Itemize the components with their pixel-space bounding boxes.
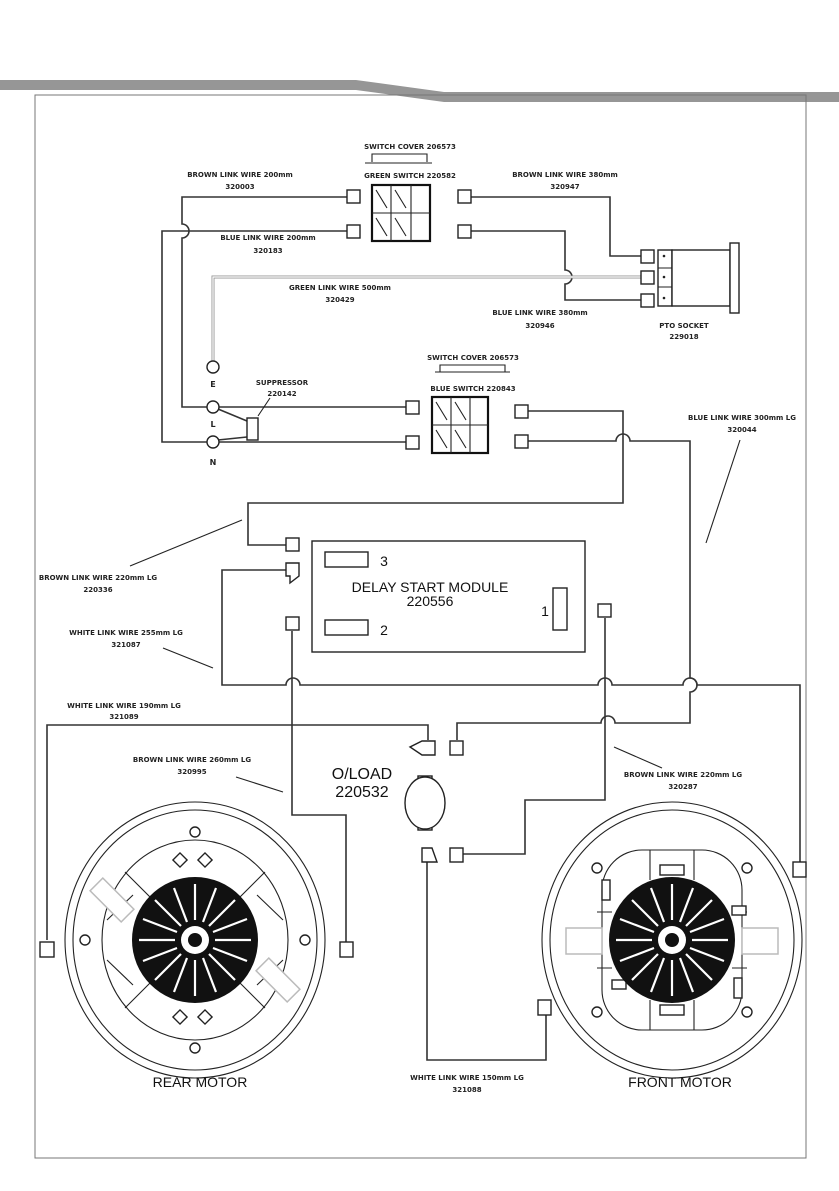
earth-label: E bbox=[210, 380, 215, 389]
overload-code: 220532 bbox=[335, 784, 388, 801]
pto-socket bbox=[640, 242, 740, 314]
pto-socket-code: 229018 bbox=[669, 333, 698, 341]
delay-module-pin3: 3 bbox=[380, 553, 388, 569]
green-switch-cover-label: SWITCH COVER 206573 bbox=[364, 143, 456, 151]
wire-label: WHITE LINK WIRE 150mm LG bbox=[410, 1074, 524, 1082]
front-motor bbox=[541, 801, 803, 1079]
wire-label: GREEN LINK WIRE 500mm bbox=[289, 284, 391, 292]
wire-code: 320429 bbox=[325, 296, 354, 304]
wire-label: BROWN LINK WIRE 220mm LG bbox=[624, 771, 743, 779]
wire-label: BLUE LINK WIRE 200mm bbox=[220, 234, 315, 242]
wire-label: WHITE LINK WIRE 190mm LG bbox=[67, 702, 181, 710]
delay-start-module bbox=[285, 537, 612, 653]
green-switch-label: GREEN SWITCH 220582 bbox=[364, 172, 456, 180]
wire-label: BROWN LINK WIRE 220mm LG bbox=[39, 574, 158, 582]
wire-code: 320947 bbox=[550, 183, 579, 191]
labels: SWITCH COVER 206573 GREEN SWITCH 220582 … bbox=[39, 143, 796, 1094]
wires bbox=[46, 196, 801, 1061]
green-switch bbox=[346, 153, 472, 243]
overload bbox=[39, 740, 807, 1016]
overload-label: O/LOAD bbox=[332, 766, 392, 783]
delay-module-pin2: 2 bbox=[380, 622, 388, 638]
pto-socket-label: PTO SOCKET bbox=[659, 322, 709, 330]
header-band bbox=[0, 80, 839, 102]
rear-motor-label: REAR MOTOR bbox=[153, 1074, 248, 1090]
wire-label: BLUE LINK WIRE 380mm bbox=[492, 309, 587, 317]
wire-code: 320003 bbox=[225, 183, 254, 191]
rear-motor bbox=[64, 801, 326, 1079]
page-frame bbox=[34, 94, 807, 1159]
wire-code: 321087 bbox=[111, 641, 140, 649]
wire-code: 321088 bbox=[452, 1086, 481, 1094]
wire-code: 320995 bbox=[177, 768, 206, 776]
wire-code: 320183 bbox=[253, 247, 282, 255]
wire-code: 220336 bbox=[83, 586, 112, 594]
wire-code: 320946 bbox=[525, 322, 554, 330]
suppressor-code: 220142 bbox=[267, 390, 296, 398]
wire-code: 320287 bbox=[668, 783, 697, 791]
delay-module-label: DELAY START MODULE bbox=[352, 579, 509, 595]
front-motor-label: FRONT MOTOR bbox=[628, 1074, 732, 1090]
suppressor-body bbox=[246, 417, 259, 441]
delay-module-code: 220556 bbox=[407, 593, 454, 609]
wire-label: WHITE LINK WIRE 255mm LG bbox=[69, 629, 183, 637]
wire-code: 320044 bbox=[727, 426, 756, 434]
live-label: L bbox=[210, 420, 215, 429]
suppressor-label: SUPPRESSOR bbox=[256, 379, 309, 387]
wire-label: BROWN LINK WIRE 200mm bbox=[187, 171, 293, 179]
delay-module-pin1: 1 bbox=[541, 603, 549, 619]
mains-terminals bbox=[206, 360, 259, 449]
wire-code: 321089 bbox=[109, 713, 138, 721]
wire-label: BLUE LINK WIRE 300mm LG bbox=[688, 414, 796, 422]
blue-switch-label: BLUE SWITCH 220843 bbox=[430, 385, 515, 393]
wire-label: BROWN LINK WIRE 380mm bbox=[512, 171, 618, 179]
blue-switch bbox=[405, 364, 529, 455]
neutral-label: N bbox=[210, 458, 217, 467]
wire-label: BROWN LINK WIRE 260mm LG bbox=[133, 756, 252, 764]
blue-switch-cover-label: SWITCH COVER 206573 bbox=[427, 354, 519, 362]
